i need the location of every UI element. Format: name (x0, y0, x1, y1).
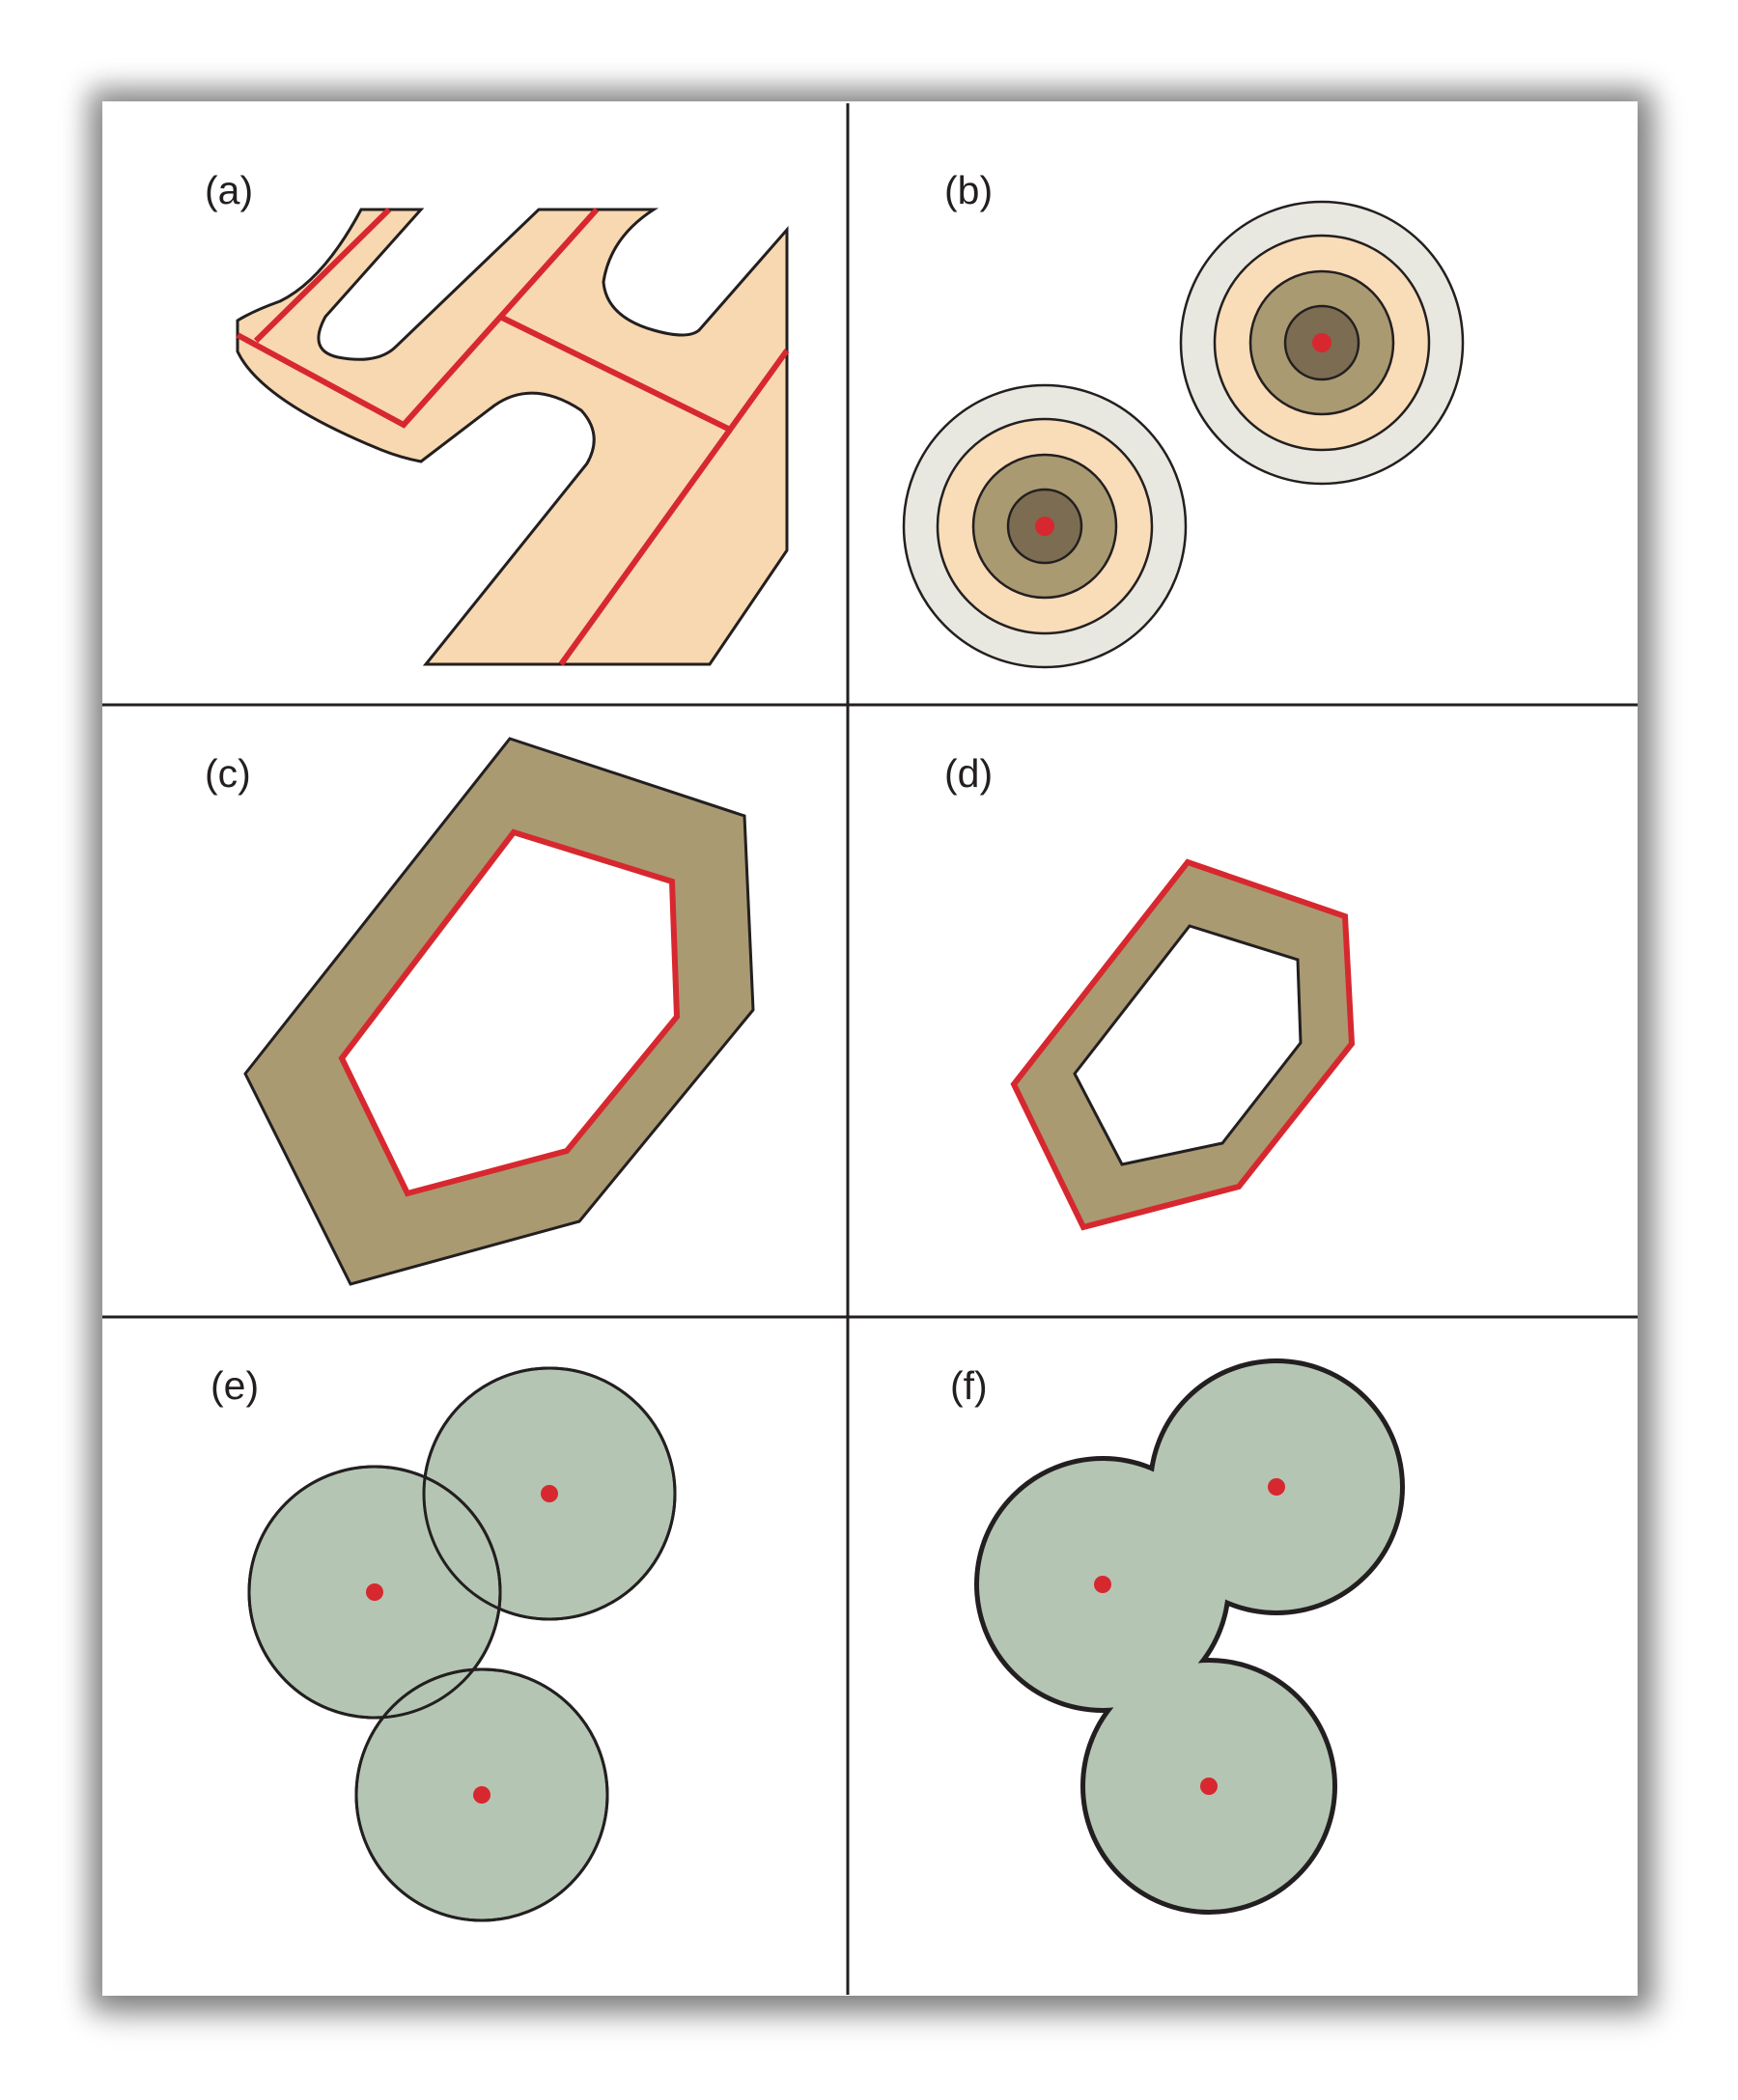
original-polygon-outline (338, 828, 681, 1197)
point-buffer-edge (247, 1465, 502, 1720)
inner-hole-outline (1073, 924, 1303, 1166)
road-line (236, 207, 600, 429)
point-features (1094, 1478, 1285, 1795)
point-feature (541, 1485, 558, 1502)
line-buffer-shape (236, 208, 789, 666)
original-polygon-outline (1010, 858, 1356, 1231)
panel-d-label: (d) (944, 751, 993, 796)
dissolved-buffer-fill (979, 1363, 1400, 1910)
inner-buffer-band (1014, 862, 1352, 1227)
point-buffer-edge (354, 1667, 609, 1922)
point-feature (1200, 1778, 1218, 1795)
overlapping-buffers (247, 1366, 677, 1922)
road-line (253, 207, 392, 344)
panel-e-label: (e) (210, 1363, 259, 1408)
point-buffer-edge (422, 1366, 677, 1621)
road-line (558, 428, 733, 666)
panel-c-label: (c) (205, 751, 251, 796)
overlap-edges (247, 1366, 677, 1922)
road-lines (236, 207, 790, 666)
point-feature (1035, 517, 1054, 536)
panel-d: (d) (944, 751, 1356, 1231)
ring-buffer-lower (902, 383, 1188, 669)
point-feature (473, 1786, 491, 1804)
panel-a: (a) (205, 168, 790, 666)
panel-grid (102, 103, 1638, 1995)
panel-b: (b) (902, 168, 1465, 669)
ring-buffer-upper (1179, 200, 1465, 486)
point-feature (366, 1583, 383, 1601)
point-feature (1268, 1478, 1285, 1496)
dissolved-buffer-edge (1080, 1658, 1337, 1915)
point-feature (1094, 1576, 1111, 1593)
point-features (366, 1485, 558, 1804)
panel-a-label: (a) (205, 168, 253, 212)
panel-c: (c) (205, 737, 755, 1286)
panel-f: (f) (950, 1358, 1405, 1915)
panel-b-label: (b) (944, 168, 993, 212)
point-feature (1312, 333, 1332, 352)
panel-e: (e) (210, 1363, 677, 1922)
panel-f-label: (f) (950, 1363, 988, 1408)
